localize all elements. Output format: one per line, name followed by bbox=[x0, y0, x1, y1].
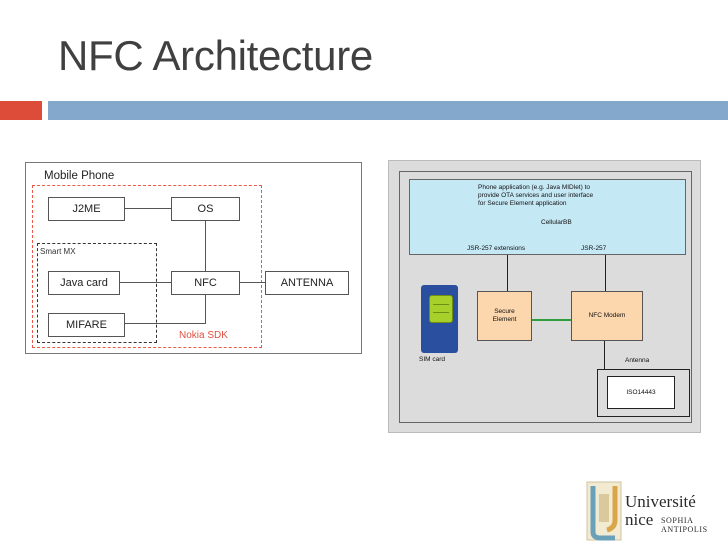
java-card-box: Java card bbox=[48, 271, 120, 295]
nfc-modem-box: NFC Modem bbox=[571, 291, 643, 341]
connector-os-nfc bbox=[205, 220, 206, 272]
connector-mifare-nfc bbox=[123, 323, 206, 324]
antenna-coil-icon bbox=[597, 369, 690, 417]
sim-card-icon bbox=[421, 285, 458, 353]
sim-chip bbox=[429, 295, 453, 323]
phone-application-line-1: Phone application (e.g. Java MIDlet) to bbox=[478, 184, 591, 191]
jsr-257-extensions-label: JSR-257 extensions bbox=[467, 245, 526, 252]
antenna-label: Antenna bbox=[625, 357, 650, 364]
slide-title: NFC Architecture bbox=[58, 32, 373, 79]
sim-chip-line bbox=[433, 312, 449, 313]
smart-mx-label: Smart MX bbox=[40, 247, 76, 256]
secure-element-line-1: Secure bbox=[494, 308, 515, 315]
mobile-phone-architecture-diagram: Mobile Phone Smart MX Nokia SDK J2ME OS … bbox=[25, 162, 362, 354]
mifare-box: MIFARE bbox=[48, 313, 125, 337]
os-box: OS bbox=[171, 197, 240, 221]
nfc-modem-architecture-diagram: Phone application (e.g. Java MIDlet) to … bbox=[388, 160, 701, 433]
connector-jsr-nfc-modem bbox=[605, 255, 606, 291]
logo-line-2: nice bbox=[625, 510, 654, 529]
connector-nfc-antenna bbox=[238, 282, 265, 283]
antenna-box: ANTENNA bbox=[265, 271, 349, 295]
logo-line-1: Université bbox=[625, 492, 696, 511]
phone-application-line-3: for Secure Element application bbox=[478, 200, 567, 207]
connector-secure-element-nfc-modem bbox=[530, 319, 571, 321]
cellular-bb-layer: CellularBB bbox=[409, 212, 686, 255]
iso14443-box: ISO14443 bbox=[607, 376, 675, 409]
university-emblem-icon bbox=[586, 481, 622, 541]
nokia-sdk-boundary bbox=[32, 185, 262, 348]
sim-chip-line bbox=[433, 304, 449, 305]
secure-element-box: Secure Element bbox=[477, 291, 532, 341]
nokia-sdk-label: Nokia SDK bbox=[179, 330, 228, 341]
phone-application-line-2: provide OTA services and user interface bbox=[478, 192, 594, 199]
connector-nfc-modem-antenna bbox=[604, 340, 605, 369]
sim-card-label: SIM card bbox=[419, 356, 446, 363]
connector-jsr-ext-secure-element bbox=[507, 255, 508, 291]
phone-boundary bbox=[399, 171, 692, 423]
phone-application-text: Phone application (e.g. Java MIDlet) to … bbox=[478, 184, 593, 208]
cellular-bb-label: CellularBB bbox=[541, 219, 572, 226]
jsr-257-label: JSR-257 bbox=[581, 245, 607, 252]
mobile-phone-label: Mobile Phone bbox=[44, 170, 115, 182]
j2me-box: J2ME bbox=[48, 197, 125, 221]
secure-element-line-2: Element bbox=[492, 316, 517, 323]
phone-application-layer: Phone application (e.g. Java MIDlet) to … bbox=[409, 179, 686, 214]
connector-nfc-down bbox=[205, 294, 206, 323]
connector-j2me-os bbox=[123, 208, 171, 209]
smart-mx-boundary bbox=[37, 243, 157, 343]
nfc-box: NFC bbox=[171, 271, 240, 295]
title-accent-blue-bar bbox=[48, 101, 728, 120]
universite-nice-logo: Université nice SOPHIA ANTIPOLIS bbox=[585, 480, 725, 544]
logo-line-3: SOPHIA ANTIPOLIS bbox=[661, 516, 708, 534]
connector-javacard-nfc bbox=[118, 282, 171, 283]
title-accent-red-bar bbox=[0, 101, 42, 120]
